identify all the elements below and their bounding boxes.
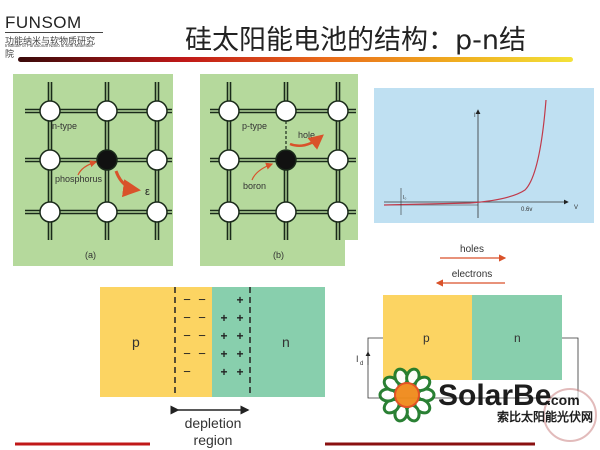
positive-charge: + [236,329,243,343]
dopant-pointer-arrow [77,160,98,176]
p-region [100,287,212,397]
logo-subtitle-cn: 功能纳米与软物质研究院 [5,32,103,60]
hole-arrow [289,134,324,150]
silicon-atom [96,100,118,122]
tick-label: 0.6v [521,207,532,213]
silicon-atom [327,100,349,122]
dopant-pointer-arrow [251,162,274,181]
silicon-atom [146,149,168,171]
n-label: n [282,334,290,350]
lattice-a-type-label: n-type [52,121,77,131]
positive-charge: + [236,365,243,379]
iv-curve-graph: I₀ I V 0.6v [374,88,594,223]
silicon-atom [96,201,118,223]
space-charges: −−+−−++−−++−−++−++ [183,292,243,379]
junction-p-region [383,295,472,380]
lattice-b-diagram: p-type hole boron (b) [200,74,358,266]
negative-charge: − [198,310,206,325]
brand-domain: .com [547,392,580,408]
negative-charge: − [183,310,191,325]
junction-diagram: holes electrons I d p n [356,244,579,399]
silicon-atom [218,201,240,223]
silicon-atom [146,201,168,223]
external-circuit-wire [367,337,579,399]
lattice-a-background [13,74,173,266]
brand-cn: 索比太阳能光伏网 [497,409,593,424]
silicon-atom [39,100,61,122]
silicon-atom [275,100,297,122]
current-subscript: d [360,361,363,367]
silicon-atom [218,100,240,122]
depletion-label: depletion [185,415,242,431]
iv-curve [383,99,547,206]
lattice-b-dopant-label: boron [243,181,266,191]
lattice-b-type-label: p-type [242,121,267,131]
v-axis-label: V [574,205,578,211]
silicon-atom [327,149,349,171]
title-gradient-rule [18,57,573,62]
silicon-atom [39,201,61,223]
junction-n-label: n [514,331,521,345]
negative-charge: − [183,364,191,379]
lattice-b-bonds [210,82,356,240]
holes-label: holes [460,244,484,255]
silicon-atom [218,149,240,171]
positive-charge: + [220,365,227,379]
current-label: I [356,354,359,364]
positive-charge: + [236,293,243,307]
positive-charge: + [220,311,227,325]
logo-title: FUNSOM [5,13,82,32]
lattice-a-dopant-label: phosphorus [55,174,103,184]
negative-charge: − [183,346,191,361]
slide-title: 硅太阳能电池的结构：p-n结 [185,25,526,56]
electron-symbol: ε [145,186,150,198]
lattice-a-caption: (a) [85,250,96,260]
positive-charge: + [236,347,243,361]
negative-charge: − [198,346,206,361]
silicon-atom [39,149,61,171]
solarbe-watermark: SolarBe .com 索比太阳能光伏网 [378,367,597,442]
lattice-a-diagram: n-type phosphorus ε (a) [13,74,173,266]
electrons-label: electrons [452,269,493,280]
lattice-b-caption: (b) [273,250,284,260]
negative-charge: − [183,292,191,307]
brand-solar: SolarBe [438,379,551,412]
p-label: p [132,334,140,350]
depletion-diagram: −−+−−++−−++−−++−++ p n depletion region [100,287,325,448]
positive-charge: + [220,347,227,361]
junction-p-label: p [423,331,430,345]
seal-stamp-icon [543,388,597,442]
hole-label: hole [298,130,315,140]
positive-charge: + [220,329,227,343]
electron-arrow [114,170,141,198]
silicon-atom [146,100,168,122]
i-axis-label: I [474,113,476,119]
sunflower-logo-icon [378,367,436,423]
dopant-atom [275,149,297,171]
negative-charge: − [198,328,206,343]
negative-charge: − [183,328,191,343]
n-region [212,287,325,397]
region-label: region [194,432,233,448]
positive-charge: + [236,311,243,325]
offset-label: I₀ [403,195,406,201]
silicon-atom [275,201,297,223]
graph-background [374,88,594,223]
negative-charge: − [198,292,206,307]
junction-n-region [472,295,562,380]
lattice-a-bonds [25,82,172,240]
logo-subtitle-en: Institute of Functional Nano & Soft Mate… [5,43,93,48]
lattice-b-background [200,74,358,266]
silicon-atom [327,201,349,223]
dopant-atom [96,149,118,171]
